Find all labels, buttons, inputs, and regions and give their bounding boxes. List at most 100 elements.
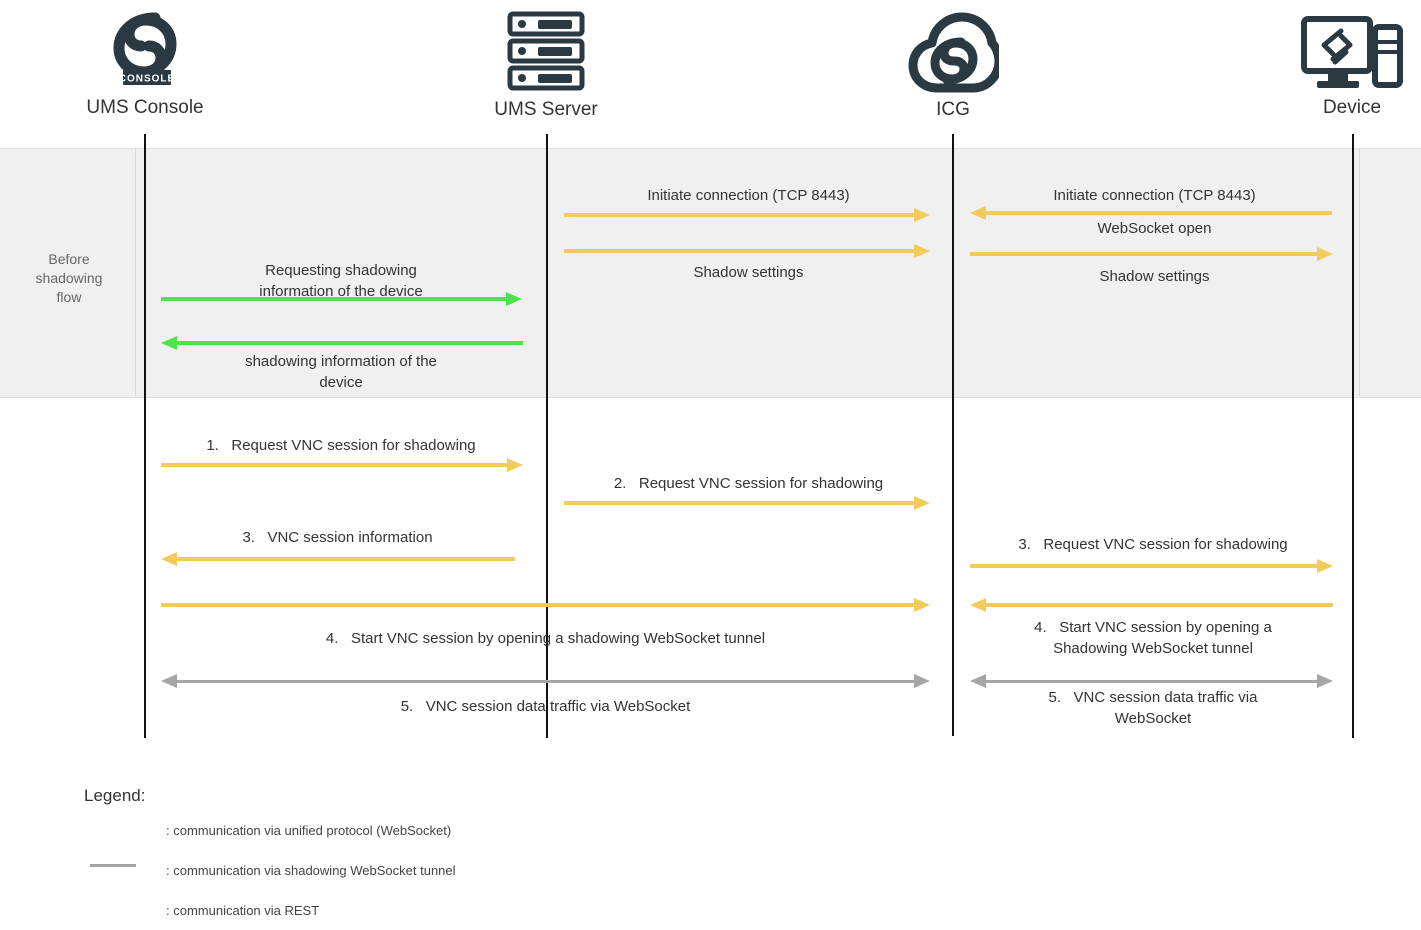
arrow-head-right-icon: [914, 598, 930, 612]
message-text-m15-line1: 5. VNC session data traffic via: [972, 687, 1334, 708]
message-text-m15-line2: WebSocket: [1114, 710, 1192, 727]
message-text-m3: WebSocket open: [1097, 220, 1212, 237]
legend-arrow-unified-icon: [90, 824, 152, 838]
legend-text-unified: : communication via unified protocol (We…: [166, 823, 452, 838]
arrow-shaft: [177, 341, 523, 345]
message-step-m15: 5.: [1048, 689, 1061, 706]
arrow-shaft: [984, 680, 1318, 683]
arrow-head-right-icon: [914, 244, 930, 258]
band-divider-left: [135, 148, 136, 396]
phase-label-line3: flow: [56, 289, 82, 305]
message-step-m11: 3.: [1018, 536, 1031, 553]
lifeline-device: [1352, 134, 1354, 738]
legend-arrow-tunnel-icon: [90, 863, 152, 878]
arrow-shaft: [161, 297, 506, 301]
arrow-head-left-icon: [161, 336, 177, 350]
arrow-shaft: [986, 603, 1333, 607]
message-text-m7-line1: shadowing information of the: [245, 353, 437, 370]
message-label-m8: 1. Request VNC session for shadowing: [160, 435, 522, 456]
message-text-m12: Start VNC session by opening a shadowing…: [350, 630, 766, 647]
legend-item-unified: : communication via unified protocol (We…: [90, 823, 451, 838]
arrow-shaft: [161, 463, 507, 467]
actor-label-icg: ICG: [936, 99, 970, 120]
message-label-m3: WebSocket open: [972, 218, 1337, 239]
arrow-head-right-icon: [914, 496, 930, 510]
arrow-head-right-icon: [507, 458, 523, 472]
phase-label-before-shadowing: Before shadowing flow: [10, 250, 128, 307]
message-step-m13: 4.: [1034, 619, 1047, 636]
message-text-m9: Request VNC session for shadowing: [638, 475, 884, 492]
arrow-shaft: [175, 680, 915, 683]
message-label-m12: 4. Start VNC session by opening a shadow…: [161, 628, 930, 649]
legend-title: Legend:: [84, 786, 146, 805]
arrow-shaft: [564, 501, 914, 505]
message-label-m11: 3. Request VNC session for shadowing: [972, 534, 1334, 555]
message-text-m5: Shadow settings: [1099, 268, 1210, 285]
arrow-shaft: [564, 249, 914, 253]
actor-label-ums-server: UMS Server: [494, 99, 598, 120]
arrow-head-left-icon: [161, 552, 177, 566]
arrow-shaft: [161, 603, 914, 607]
cloud-gateway-icon: [862, 4, 1044, 99]
legend-item-rest: : communication via REST: [90, 903, 319, 918]
arrow-head-right-icon: [914, 208, 930, 222]
message-arrow-m1: [564, 208, 930, 222]
message-arrow-m14: [161, 674, 930, 688]
message-text-m7-line2: device: [319, 374, 363, 391]
message-text-m4: Shadow settings: [693, 264, 804, 281]
arrow-head-left-icon: [970, 674, 986, 688]
ums-console-logo-icon: CONSOLE: [54, 8, 236, 97]
arrow-shaft: [564, 213, 914, 217]
arrow-shaft: [970, 564, 1317, 568]
arrow-shaft: [986, 211, 1332, 215]
message-arrow-m7: [161, 336, 523, 350]
arrow-head-right-icon: [506, 292, 522, 306]
legend-text-tunnel: : communication via shadowing WebSocket …: [166, 863, 456, 878]
arrow-shaft: [177, 557, 515, 561]
arrow-head-left-icon: [970, 206, 986, 220]
phase-label-line2: shadowing: [35, 270, 103, 286]
message-label-m1: Initiate connection (TCP 8443): [566, 185, 931, 206]
message-label-m7: shadowing information of the device: [160, 351, 522, 393]
message-step-m10: 3.: [242, 529, 255, 546]
arrow-head-left-icon: [970, 598, 986, 612]
message-arrow-m11: [970, 559, 1333, 573]
message-label-m2: Initiate connection (TCP 8443): [972, 185, 1337, 206]
message-label-m6: Requesting shadowing information of the …: [160, 260, 522, 302]
arrow-head-left-icon: [161, 674, 177, 688]
svg-text:CONSOLE: CONSOLE: [119, 74, 175, 85]
message-text-m2: Initiate connection (TCP 8443): [1053, 187, 1256, 204]
arrow-head-right-icon: [1317, 674, 1333, 688]
message-text-m8: Request VNC session for shadowing: [231, 437, 476, 454]
message-text-m15-a: VNC session data traffic via: [1073, 689, 1258, 706]
actor-icg[interactable]: ICG: [862, 4, 1044, 121]
legend-text-rest: : communication via REST: [166, 903, 320, 918]
message-label-m4: Shadow settings: [566, 262, 931, 283]
message-text-m13-a: Start VNC session by opening a: [1059, 619, 1272, 636]
band-divider-right: [1359, 148, 1360, 396]
message-text-m11: Request VNC session for shadowing: [1043, 536, 1288, 553]
message-label-m5: Shadow settings: [972, 266, 1337, 287]
message-text-m13-line2: Shadowing WebSocket tunnel: [1053, 640, 1253, 657]
actor-ums-console[interactable]: CONSOLE UMS Console: [54, 8, 236, 119]
before-shadowing-phase-band: [0, 148, 1421, 398]
arrow-head-right-icon: [1317, 247, 1333, 261]
actor-label-device: Device: [1322, 97, 1382, 118]
arrow-head-right-icon: [1317, 559, 1333, 573]
message-text-m14: VNC session data traffic via WebSocket: [425, 698, 691, 715]
arrow-head-right-icon: [914, 674, 930, 688]
message-label-m13: 4. Start VNC session by opening a Shadow…: [972, 617, 1334, 659]
legend-item-tunnel: : communication via shadowing WebSocket …: [90, 863, 456, 878]
message-arrow-m12: [161, 598, 930, 612]
legend-arrow-rest-icon: [90, 904, 152, 918]
message-label-m15: 5. VNC session data traffic via WebSocke…: [972, 687, 1334, 729]
message-text-m13-line1: 4. Start VNC session by opening a: [972, 617, 1334, 638]
server-rack-icon: [455, 8, 637, 99]
message-label-m14: 5. VNC session data traffic via WebSocke…: [161, 696, 930, 717]
message-text-m6-line1: Requesting shadowing: [265, 262, 417, 279]
actor-ums-server[interactable]: UMS Server: [455, 8, 637, 121]
lifeline-ums-console: [144, 134, 146, 738]
message-arrow-m3: [970, 247, 1333, 261]
actor-device[interactable]: Device: [1261, 12, 1421, 119]
